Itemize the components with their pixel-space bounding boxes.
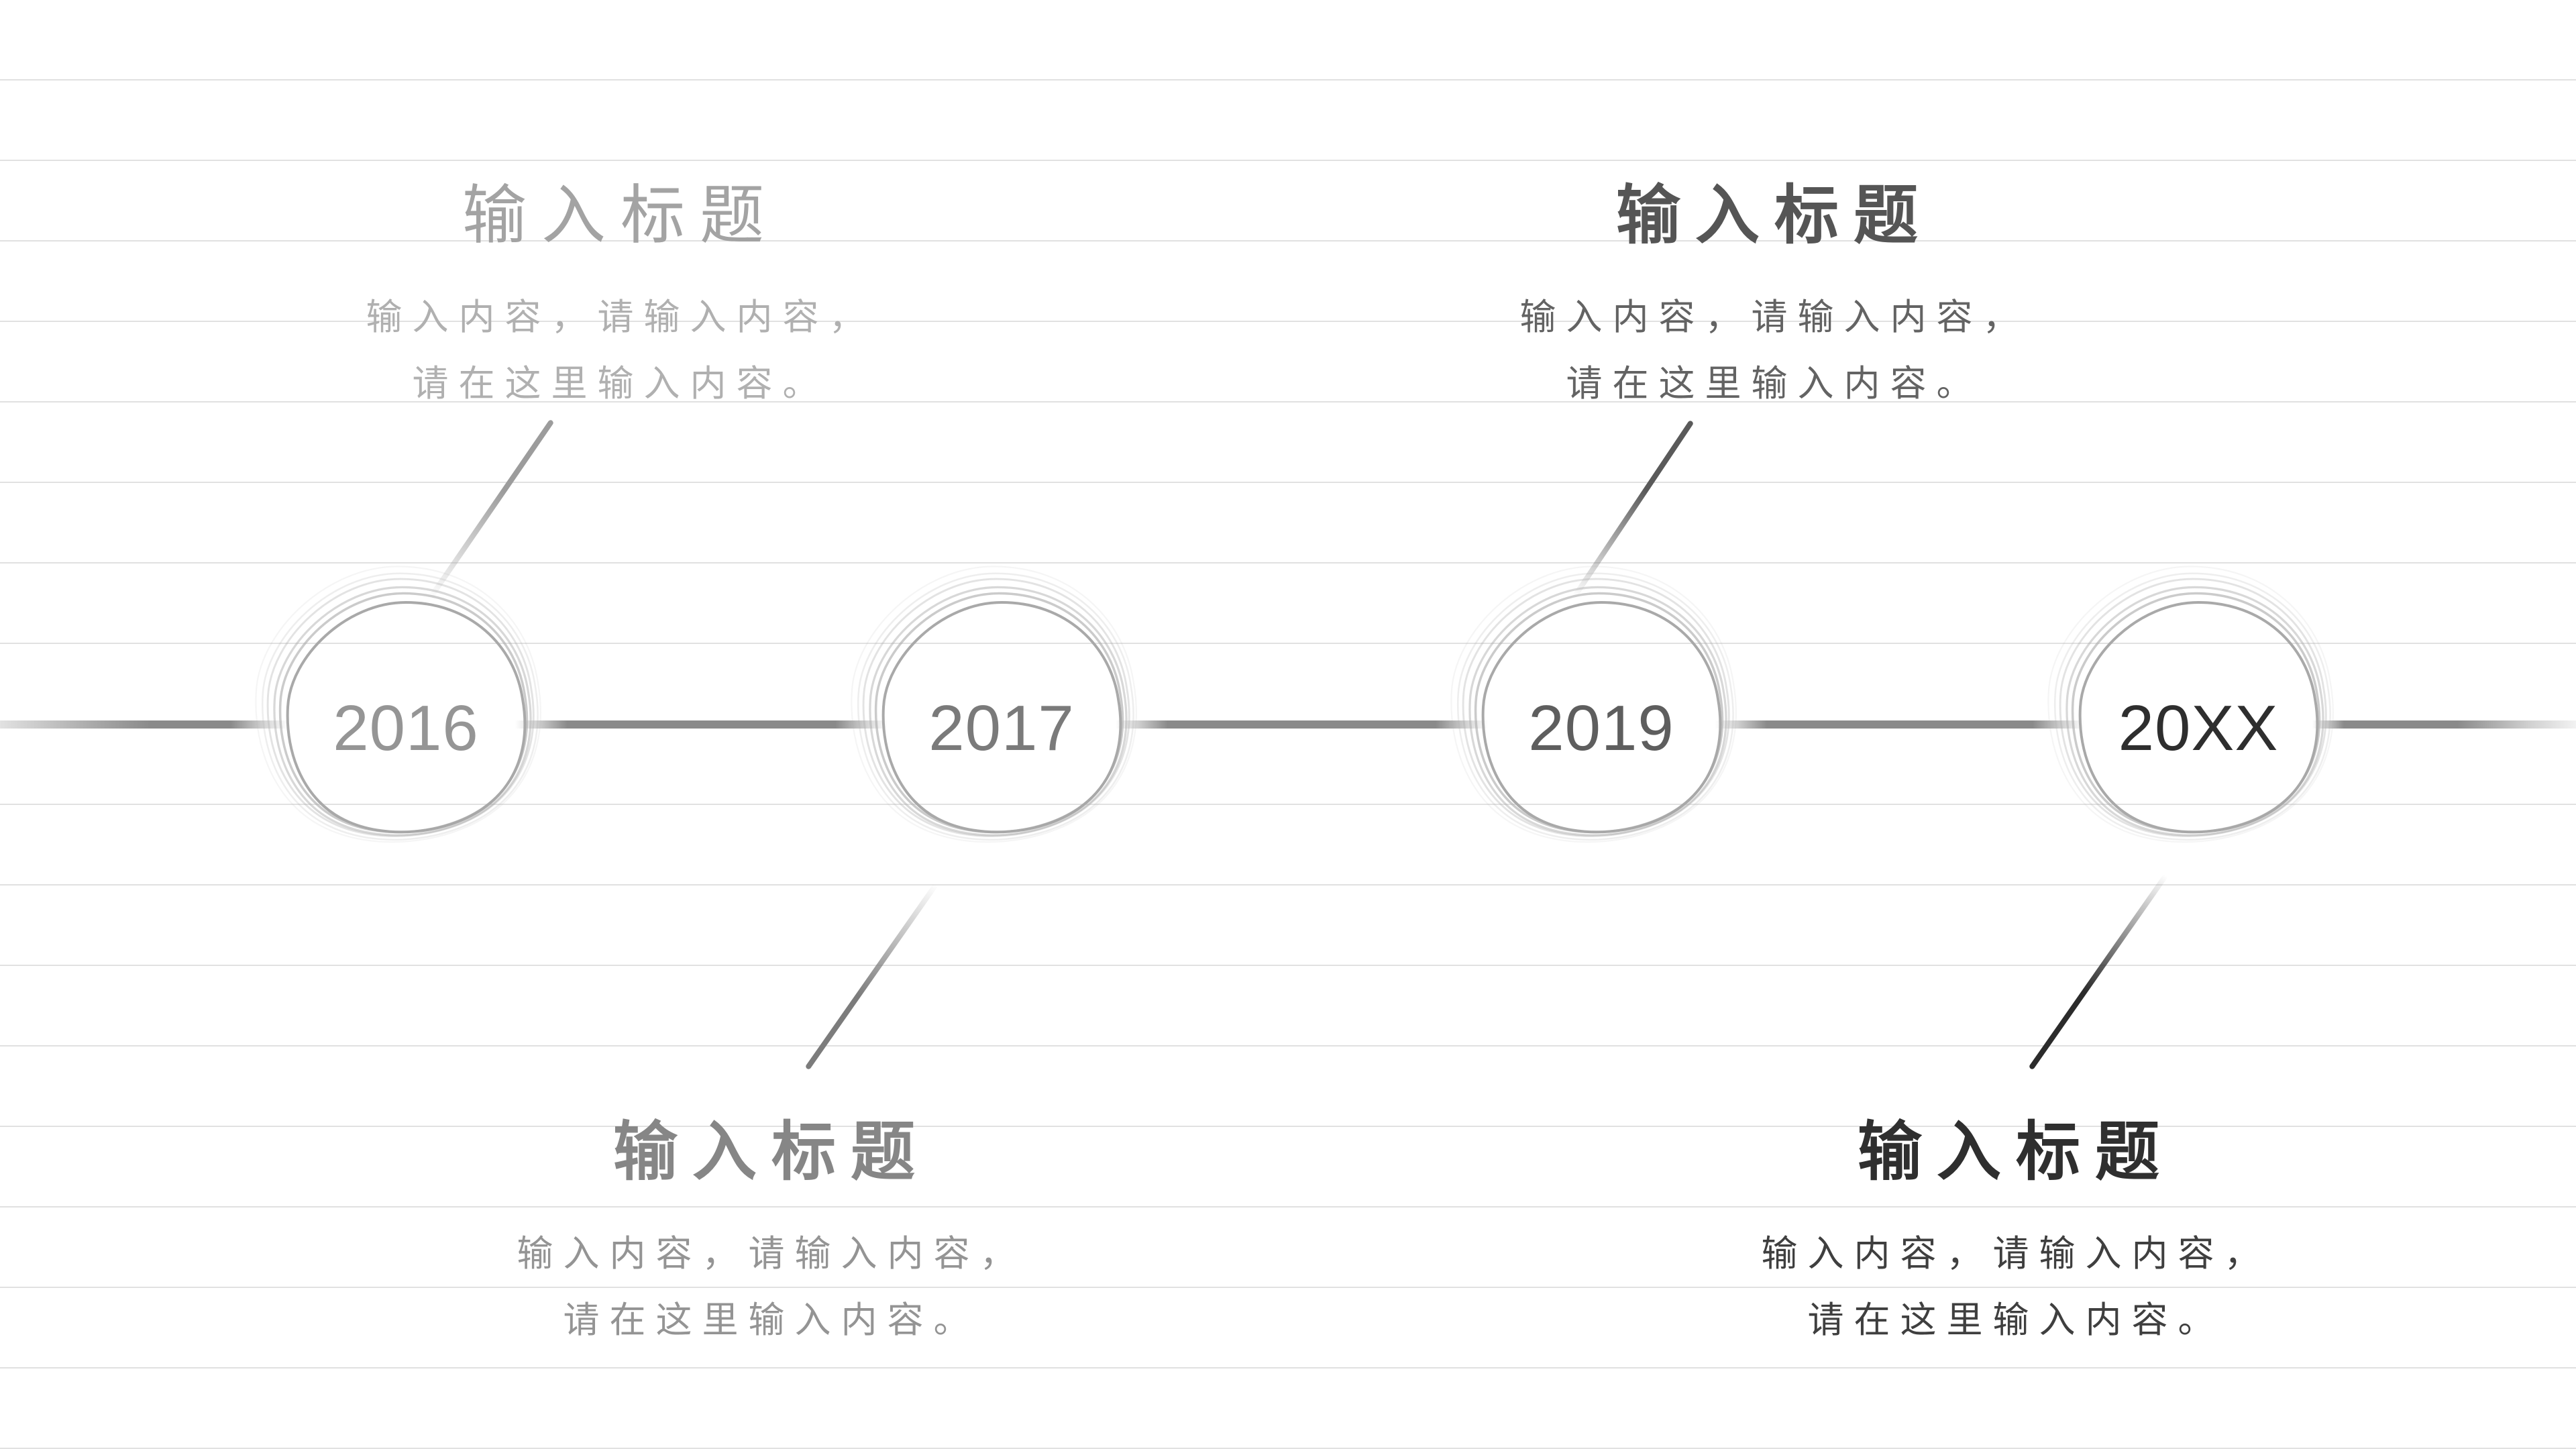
block-title[interactable]: 输入标题 — [1858, 1116, 2174, 1188]
year-label-2016[interactable]: 2016 — [333, 692, 479, 764]
year-label-20XX[interactable]: 20XX — [2118, 692, 2279, 764]
content-block-top-right[interactable]: 输入标题 输入内容，请输入内容， 请在这里输入内容。 — [1305, 178, 2244, 417]
block-body[interactable]: 输入内容，请输入内容， 请在这里输入内容。 — [1546, 1221, 2485, 1354]
block-body-line1: 输入内容，请输入内容， — [366, 297, 875, 337]
block-body-line2: 请在这里输入内容。 — [1807, 1300, 2224, 1340]
timeline-segment-left-edge — [0, 720, 288, 729]
block-body-line2: 请在这里输入内容。 — [563, 1300, 980, 1340]
block-body-line2: 请在这里输入内容。 — [1566, 364, 1983, 404]
timeline-segment-2017-2019 — [1116, 720, 1488, 729]
content-block-top-left[interactable]: 输入标题 输入内容，请输入内容， 请在这里输入内容。 — [151, 178, 1090, 417]
block-title[interactable]: 输入标题 — [1616, 180, 1933, 252]
timeline-segment-right-edge — [2312, 720, 2576, 729]
year-label-2017[interactable]: 2017 — [928, 692, 1075, 764]
block-title[interactable]: 输入标题 — [613, 1116, 930, 1188]
block-body-line1: 输入内容，请输入内容， — [1519, 297, 2029, 337]
block-body-line2: 请在这里输入内容。 — [412, 364, 829, 404]
content-block-bottom-left[interactable]: 输入标题 输入内容，请输入内容， 请在这里输入内容。 — [302, 1115, 1241, 1354]
block-title[interactable]: 输入标题 — [462, 180, 779, 252]
year-label-2019[interactable]: 2019 — [1528, 692, 1674, 764]
block-body-line1: 输入内容，请输入内容， — [517, 1234, 1026, 1274]
block-body[interactable]: 输入内容，请输入内容， 请在这里输入内容。 — [151, 284, 1090, 417]
timeline-segment-2016-2017 — [515, 720, 888, 729]
block-body[interactable]: 输入内容，请输入内容， 请在这里输入内容。 — [1305, 284, 2244, 417]
timeline-segment-2019-20XX — [1715, 720, 2084, 729]
block-body[interactable]: 输入内容，请输入内容， 请在这里输入内容。 — [302, 1221, 1241, 1354]
block-body-line1: 输入内容，请输入内容， — [1761, 1234, 2271, 1274]
content-block-bottom-right[interactable]: 输入标题 输入内容，请输入内容， 请在这里输入内容。 — [1546, 1115, 2485, 1354]
